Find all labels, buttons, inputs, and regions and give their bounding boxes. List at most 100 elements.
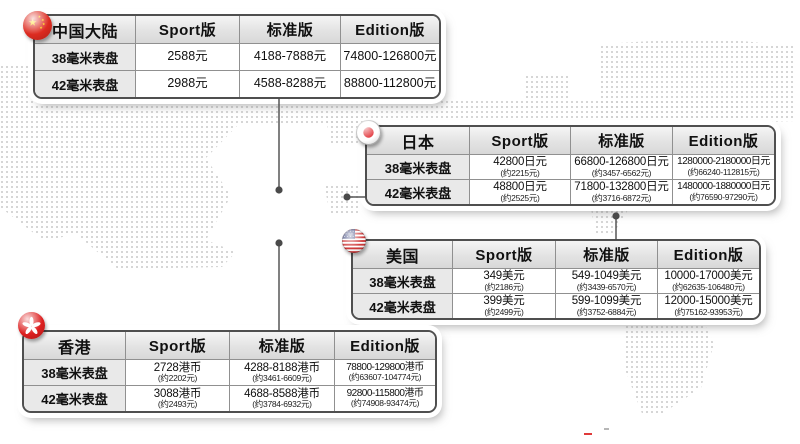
price-sub: (约62635-106480元)	[672, 281, 745, 292]
price-main: 74800-126800元	[343, 49, 437, 64]
price-main: 66800-126800日元	[574, 156, 669, 169]
price-sub: (约75162-93953元)	[674, 306, 743, 317]
continent-eurasia	[0, 62, 742, 269]
price-cell: 48800日元 (约2525元)	[469, 179, 570, 204]
row-label: 42毫米表盘	[24, 385, 125, 411]
map-artifact-gray	[604, 428, 609, 430]
row-label: 38毫米表盘	[35, 43, 135, 70]
row-label: 38毫米表盘	[24, 359, 125, 385]
map-artifact-red	[584, 433, 592, 435]
price-cell: 1280000-2180000日元 (约66240-112815元)	[672, 154, 774, 179]
price-sub: (约3439-6570元)	[576, 281, 637, 292]
price-cell: 349美元 (约2186元)	[452, 268, 555, 293]
price-main: 4188-7888元	[253, 49, 327, 64]
price-sub: (约74908-93474元)	[350, 398, 420, 409]
price-cell: 12000-15000美元 (约75162-93953元)	[657, 293, 759, 318]
price-cell: 66800-126800日元 (约3457-6562元)	[570, 154, 672, 179]
price-main: 92800-115800港币	[346, 387, 424, 399]
hongkong-flag-icon	[18, 312, 45, 339]
column-header: 标准版	[229, 332, 334, 359]
price-main: 2588元	[167, 49, 208, 64]
row-label: 38毫米表盘	[367, 154, 469, 179]
price-cell: 88800-112800元	[340, 70, 439, 97]
price-sub: (约2215元)	[500, 167, 540, 178]
region-name: 香港	[24, 332, 125, 359]
japan-flag-icon	[356, 120, 381, 145]
column-header: Edition版	[334, 332, 435, 359]
region-name: 中国大陆	[35, 16, 135, 43]
price-main: 88800-112800元	[343, 76, 437, 91]
price-sub: (约3461-6609元)	[252, 373, 312, 384]
price-cell: 2588元	[135, 43, 239, 70]
price-cell: 1480000-1880000日元 (约76590-97290元)	[672, 179, 774, 204]
price-sub: (约63607-104774元)	[348, 372, 422, 383]
price-cell: 4588-8288元	[239, 70, 340, 97]
price-sub: (约3457-6562元)	[591, 167, 652, 178]
column-header: Edition版	[340, 16, 439, 43]
price-sub: (约3784-6932元)	[252, 399, 312, 410]
price-cell: 4288-8188港币 (约3461-6609元)	[229, 359, 334, 385]
price-main: 399美元	[483, 295, 525, 308]
price-sub: (约2186元)	[484, 281, 524, 292]
price-main: 549-1049美元	[571, 270, 642, 283]
east-asia-coast-north	[326, 117, 358, 144]
column-header: Sport版	[135, 16, 239, 43]
price-main: 4688-8588港币	[244, 387, 320, 400]
column-header: Edition版	[672, 127, 774, 154]
row-label: 38毫米表盘	[353, 268, 452, 293]
price-table-hongkong: 香港 Sport版 标准版 Edition版 38毫米表盘 2728港币 (约2…	[22, 330, 437, 413]
column-header: Edition版	[657, 241, 759, 268]
price-sub: (约3716-6872元)	[591, 192, 652, 203]
continent-south-america	[624, 314, 714, 416]
price-main: 3088港币	[153, 387, 202, 400]
price-main: 599-1099美元	[571, 295, 642, 308]
price-sub: (约2202元)	[157, 373, 198, 384]
island-chain	[526, 76, 570, 98]
usa-flag-icon	[342, 229, 366, 253]
row-label: 42毫米表盘	[353, 293, 452, 318]
price-cell: 399美元 (约2499元)	[452, 293, 555, 318]
price-main: 2728港币	[153, 361, 202, 374]
price-cell: 2988元	[135, 70, 239, 97]
row-label: 42毫米表盘	[35, 70, 135, 97]
price-main: 48800日元	[493, 181, 547, 194]
price-main: 71800-132800日元	[574, 181, 669, 194]
price-table-japan: 日本 Sport版 标准版 Edition版 38毫米表盘 42800日元 (约…	[365, 125, 776, 206]
price-main: 12000-15000美元	[664, 295, 753, 308]
price-table-usa: 美国 Sport版 标准版 Edition版 38毫米表盘 349美元 (约21…	[351, 239, 761, 320]
price-main: 78800-129800港币	[346, 361, 424, 373]
column-header: 标准版	[555, 241, 657, 268]
price-main: 10000-17000美元	[664, 270, 753, 283]
column-header: Sport版	[452, 241, 555, 268]
column-header: Sport版	[469, 127, 570, 154]
column-header: 标准版	[570, 127, 672, 154]
price-main: 1480000-1880000日元	[677, 181, 770, 193]
price-table-china: 中国大陆 Sport版 标准版 Edition版 38毫米表盘 2588元 41…	[33, 14, 441, 99]
price-main: 4588-8288元	[253, 76, 327, 91]
price-main: 1280000-2180000日元	[677, 156, 770, 168]
row-label: 42毫米表盘	[367, 179, 469, 204]
price-cell: 2728港币 (约2202元)	[125, 359, 229, 385]
price-main: 2988元	[167, 76, 208, 91]
price-cell: 92800-115800港币 (约74908-93474元)	[334, 385, 435, 411]
price-sub: (约76590-97290元)	[689, 191, 758, 202]
price-cell: 549-1049美元 (约3439-6570元)	[555, 268, 657, 293]
price-sub: (约3752-6884元)	[576, 306, 637, 317]
price-cell: 4688-8588港币 (约3784-6932元)	[229, 385, 334, 411]
china-flag-icon	[23, 11, 52, 40]
price-cell: 78800-129800港币 (约63607-104774元)	[334, 359, 435, 385]
price-cell: 74800-126800元	[340, 43, 439, 70]
price-main: 349美元	[483, 270, 525, 283]
east-asia-coast-south	[324, 183, 359, 215]
price-main: 42800日元	[493, 156, 547, 169]
column-header: Sport版	[125, 332, 229, 359]
price-main: 4288-8188港币	[244, 361, 320, 374]
price-cell: 10000-17000美元 (约62635-106480元)	[657, 268, 759, 293]
price-cell: 71800-132800日元 (约3716-6872元)	[570, 179, 672, 204]
price-sub: (约2499元)	[484, 306, 524, 317]
price-cell: 599-1099美元 (约3752-6884元)	[555, 293, 657, 318]
price-cell: 4188-7888元	[239, 43, 340, 70]
column-header: 标准版	[239, 16, 340, 43]
region-name: 美国	[353, 241, 452, 268]
